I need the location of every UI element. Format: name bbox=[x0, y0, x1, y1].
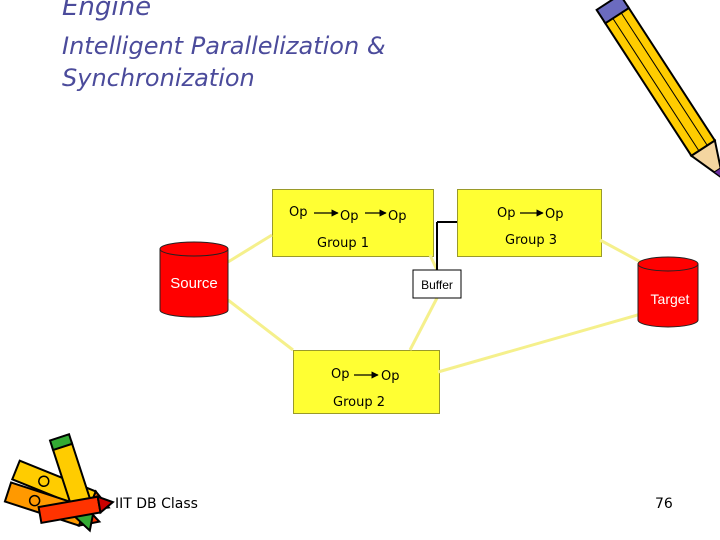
connector-group2-target bbox=[437, 310, 649, 374]
connector-buffer-group2 bbox=[408, 297, 439, 351]
group3-label: Group 3 bbox=[505, 233, 557, 248]
group3-op-1: Op bbox=[497, 206, 516, 221]
source-cylinder bbox=[159, 241, 229, 318]
group-1-box bbox=[272, 189, 434, 257]
buffer-box bbox=[412, 269, 462, 299]
group1-op-3: Op bbox=[388, 209, 407, 224]
group1-op-2: Op bbox=[340, 209, 359, 224]
group-2-box bbox=[293, 350, 440, 414]
slide-title-line-3: Synchronization bbox=[62, 64, 255, 92]
group2-op-2: Op bbox=[381, 369, 400, 384]
group2-label: Group 2 bbox=[333, 395, 385, 410]
op-arrows bbox=[314, 209, 544, 379]
connector-source-group2 bbox=[227, 298, 294, 352]
group1-op-1: Op bbox=[289, 205, 308, 220]
group2-op-1: Op bbox=[331, 367, 350, 382]
connector-source-group1 bbox=[227, 233, 273, 264]
group1-label: Group 1 bbox=[317, 236, 369, 251]
buffer-label: Buffer bbox=[421, 278, 453, 292]
slide-number: 76 bbox=[655, 496, 673, 512]
slide-title-line-2: Intelligent Parallelization & bbox=[62, 32, 386, 60]
target-cylinder bbox=[637, 256, 699, 328]
footer-course-name: IIT DB Class bbox=[115, 496, 198, 512]
connector-lines bbox=[227, 233, 649, 374]
target-label: Target bbox=[651, 291, 690, 307]
slide-title-line-1: Engine bbox=[62, 0, 152, 22]
group-3-box bbox=[457, 189, 602, 257]
group3-op-2: Op bbox=[545, 207, 564, 222]
source-label: Source bbox=[170, 275, 218, 292]
connector-group1-buffer bbox=[428, 254, 439, 271]
